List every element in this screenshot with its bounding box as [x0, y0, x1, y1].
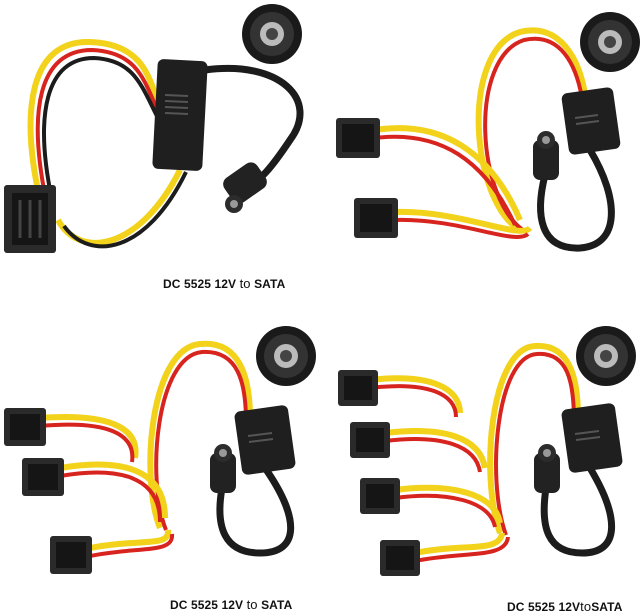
sata-connector-4 — [380, 540, 420, 576]
converter-box — [152, 59, 208, 171]
product-photo-1x-sata: DC 5525 12V to SATA — [0, 0, 320, 300]
sata-connector-3 — [360, 478, 400, 514]
cable-illustration-2 — [336, 12, 640, 252]
dc-female-plug — [223, 162, 267, 213]
dc-female-plug — [210, 444, 236, 493]
caption-1-to: to — [239, 276, 251, 291]
sata-connector-1 — [336, 118, 380, 158]
dc-female-plug — [533, 131, 559, 180]
cable-illustration-3 — [4, 326, 316, 574]
caption-4-part1: DC 5525 12V — [507, 600, 581, 614]
sata-connector-1 — [4, 408, 46, 446]
caption-1-part1: DC 5525 12V — [163, 277, 240, 291]
caption-3: DC 5525 12V to SATA — [170, 597, 292, 612]
sata-connector-2 — [350, 422, 390, 458]
dc-female-plug — [534, 444, 560, 493]
converter-box — [561, 87, 621, 155]
converter-box — [561, 403, 623, 473]
product-photo-4x-sata: DC 5525 12VtoSATA — [320, 318, 640, 614]
sata-connector-2 — [22, 458, 64, 496]
dc-jack-end-view — [576, 326, 636, 386]
converter-box — [234, 405, 296, 475]
dc-jack-end-view — [242, 4, 302, 64]
product-photo-2x-sata — [320, 0, 640, 300]
caption-4-part2: SATA — [591, 600, 623, 614]
sata-connector-1 — [338, 370, 378, 406]
cable-illustration-1 — [4, 4, 304, 253]
caption-1-part2: SATA — [250, 277, 286, 291]
caption-1: DC 5525 12V to SATA — [163, 276, 285, 291]
dc-jack-end-view — [256, 326, 316, 386]
dc-jack-end-view — [580, 12, 640, 72]
caption-3-part1: DC 5525 12V — [170, 598, 247, 612]
sata-connector-2 — [354, 198, 398, 238]
caption-4: DC 5525 12VtoSATA — [507, 599, 623, 614]
caption-4-to: to — [580, 599, 592, 614]
product-photo-3x-sata: DC 5525 12V to SATA — [0, 318, 320, 613]
caption-3-part2: SATA — [257, 598, 293, 612]
sata-connector — [4, 185, 56, 253]
caption-3-to: to — [246, 597, 258, 612]
cable-illustration-4 — [338, 326, 636, 576]
sata-connector-3 — [50, 536, 92, 574]
